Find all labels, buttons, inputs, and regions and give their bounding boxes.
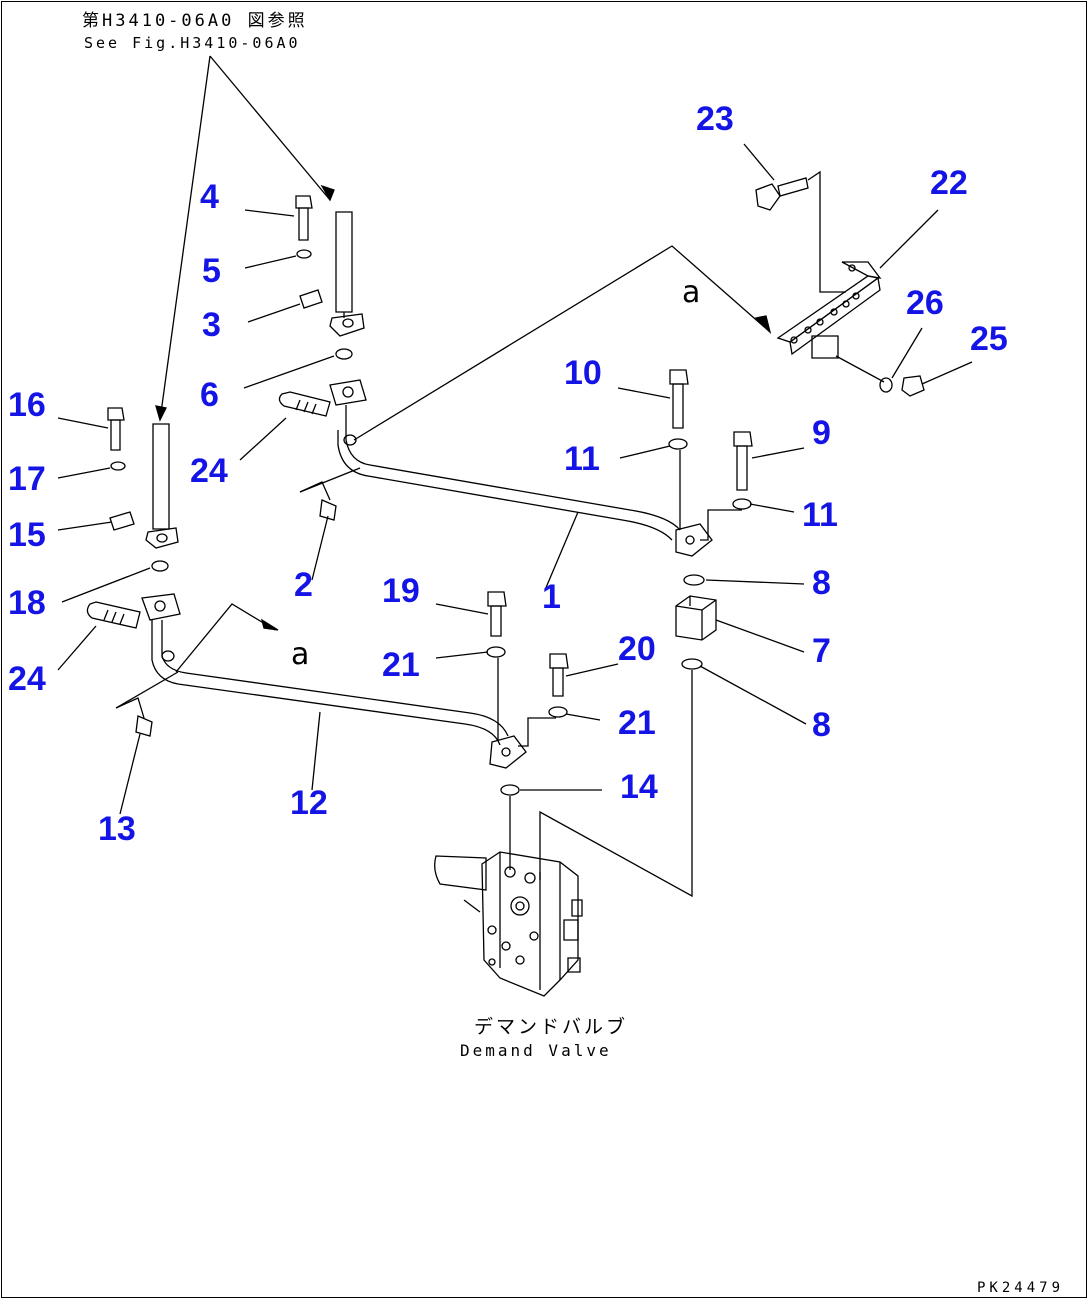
- callout-22: 22: [930, 164, 968, 202]
- o-ring-8-lower: [682, 659, 702, 669]
- fitting-2-leader: [300, 482, 330, 500]
- o-ring-14: [501, 785, 519, 795]
- callout-10: 10: [564, 354, 602, 392]
- callout-20: 20: [618, 630, 656, 668]
- callout-21-upper: 21: [382, 646, 420, 684]
- washer-26: [880, 378, 892, 392]
- callout-15: 15: [8, 516, 46, 554]
- callout-11-lower: 11: [802, 496, 838, 534]
- demand-valve-drawing: [435, 852, 582, 996]
- o-ring-6: [336, 349, 352, 359]
- nut-25: [902, 376, 924, 396]
- view-marker-upper: a: [682, 275, 701, 310]
- washer-5: [297, 250, 311, 258]
- bolt-9: [734, 432, 752, 490]
- washer-21-lower: [549, 707, 567, 717]
- callout-17: 17: [8, 460, 46, 498]
- bolt-23: [756, 178, 808, 210]
- clamp-3: [300, 290, 322, 308]
- washer-17: [111, 462, 125, 470]
- view-marker-lower: a: [291, 637, 310, 672]
- bolt-10: [670, 370, 688, 428]
- callout-25: 25: [970, 320, 1008, 358]
- callout-2: 2: [294, 566, 313, 604]
- drawing-code: PK24479: [977, 1280, 1065, 1296]
- callout-9: 9: [812, 414, 831, 452]
- rod-upper: [330, 212, 364, 336]
- callout-4: 4: [200, 178, 219, 216]
- reference-leaders: [156, 56, 334, 420]
- callout-21-lower: 21: [618, 704, 656, 742]
- hose-24-upper: [279, 392, 330, 416]
- bolt-4: [296, 196, 312, 240]
- callout-leaders: [58, 144, 972, 814]
- washer-11-upper: [669, 439, 687, 449]
- callout-16: 16: [8, 386, 46, 424]
- callout-12: 12: [290, 784, 328, 822]
- clamp-15: [110, 512, 134, 530]
- callout-14: 14: [620, 768, 658, 806]
- callout-19: 19: [382, 572, 420, 610]
- callout-23: 23: [696, 100, 734, 138]
- callout-6: 6: [200, 376, 219, 414]
- pipe-12: [142, 594, 526, 768]
- bolt-19: [488, 592, 506, 636]
- reference-note-en: See Fig.H3410-06A0: [84, 34, 301, 52]
- bolt-20: [550, 654, 568, 696]
- callout-11-upper: 11: [564, 440, 600, 478]
- callout-8-lower: 8: [812, 706, 831, 744]
- component-label-jp: デマンドバルブ: [474, 1016, 629, 1038]
- rod-left: [146, 424, 178, 548]
- callout-3: 3: [202, 306, 221, 344]
- washer-11-lower: [733, 499, 751, 509]
- callout-24-upper: 24: [190, 452, 228, 490]
- callout-24-lower: 24: [8, 660, 46, 698]
- fitting-2: [320, 500, 336, 520]
- reference-note-jp: 第H3410-06A0 図参照: [82, 11, 308, 31]
- fitting-13-leader: [116, 698, 144, 718]
- bolt-16: [108, 408, 124, 450]
- callout-26: 26: [906, 284, 944, 322]
- callout-13: 13: [98, 810, 136, 848]
- callout-18: 18: [8, 584, 46, 622]
- callout-5: 5: [202, 252, 221, 290]
- pipe-1: [330, 380, 712, 556]
- bracket-22: [778, 262, 880, 358]
- callout-1: 1: [542, 578, 561, 616]
- callout-7: 7: [812, 632, 831, 670]
- hose-24-lower: [87, 602, 140, 628]
- block-7: [676, 596, 716, 640]
- fitting-13: [136, 716, 152, 736]
- o-ring-8-upper: [684, 575, 704, 585]
- o-ring-18: [152, 561, 168, 571]
- washer-21-upper: [487, 647, 505, 657]
- callout-8-upper: 8: [812, 564, 831, 602]
- component-label-en: Demand Valve: [460, 1041, 612, 1060]
